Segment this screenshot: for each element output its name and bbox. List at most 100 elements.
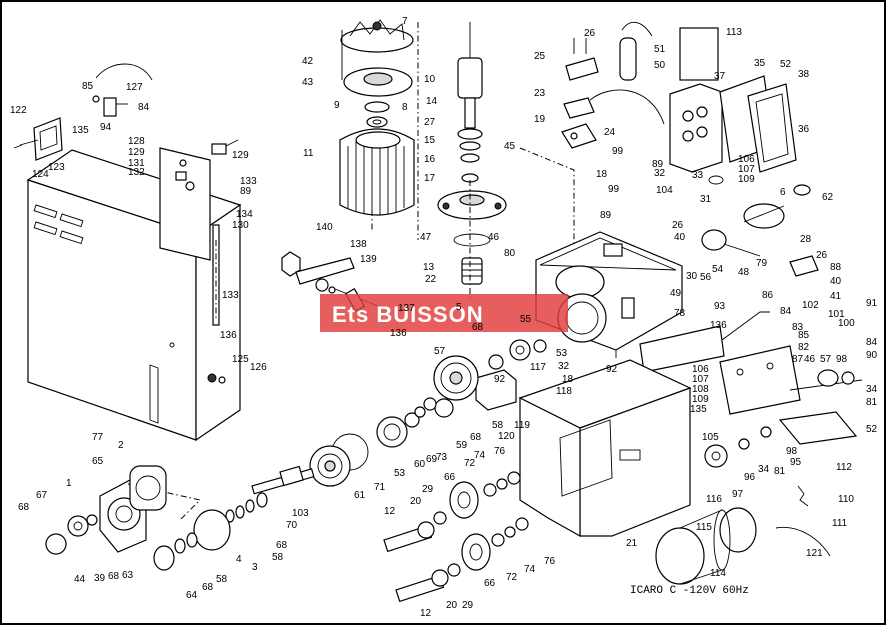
model-caption: ICARO C -120V 60Hz <box>630 585 749 597</box>
part-label: 48 <box>738 267 750 278</box>
part-label: 63 <box>122 570 134 581</box>
part-label: 93 <box>714 301 726 312</box>
part-label: 104 <box>656 185 673 196</box>
part-label: 3 <box>252 562 258 573</box>
base-frame-21 <box>518 359 692 538</box>
bearing-9 <box>364 101 390 128</box>
part-label: 107 <box>738 164 755 175</box>
part-label: 139 <box>360 254 377 265</box>
washer-68 <box>488 354 504 370</box>
part-label: 124 <box>32 169 49 180</box>
electrical-box-37 <box>669 83 723 173</box>
part-label: 137 <box>398 303 415 314</box>
part-label: 77 <box>92 432 104 443</box>
part-label: 52 <box>866 424 878 435</box>
part-label: 97 <box>732 489 744 500</box>
part-label: 32 <box>654 168 666 179</box>
part-label: 27 <box>424 117 436 128</box>
part-label: 135 <box>690 404 707 415</box>
part-label: 9 <box>334 100 340 111</box>
part-label: 90 <box>866 350 878 361</box>
ring-29 <box>433 511 447 525</box>
part-label: 46 <box>488 232 500 243</box>
part-label: 131 <box>128 158 145 169</box>
part-label: 85 <box>798 330 810 341</box>
part-label: 136 <box>220 330 237 341</box>
part-label: 89 <box>652 159 664 170</box>
part-label: 58 <box>272 552 284 563</box>
part-label: 42 <box>302 56 314 67</box>
part-label: 87 <box>792 354 804 365</box>
part-label: 67 <box>36 490 48 501</box>
part-label: 40 <box>674 232 686 243</box>
washers-58 <box>225 492 268 523</box>
part-label: 99 <box>612 146 624 157</box>
part-label: 118 <box>556 386 572 397</box>
disc-61 <box>309 445 351 487</box>
shaft-79 <box>701 229 761 257</box>
drum-114 <box>655 509 731 585</box>
cable-24 <box>589 89 665 125</box>
part-label: 59 <box>456 440 468 451</box>
part-label: 127 <box>126 82 143 93</box>
part-label: 129 <box>128 147 145 158</box>
part-label: 10 <box>424 74 436 85</box>
part-label: 26 <box>584 28 596 39</box>
part-label: 110 <box>838 494 854 505</box>
part-label: 89 <box>240 186 252 197</box>
part-label: 116 <box>706 494 722 505</box>
part-label: 37 <box>714 71 726 82</box>
part-label: 84 <box>138 102 150 113</box>
part-label: 95 <box>790 457 802 468</box>
part-label: 12 <box>420 608 432 619</box>
part-label: 123 <box>48 162 65 173</box>
axis-line-center <box>519 147 575 256</box>
part-label: 71 <box>374 482 386 493</box>
bearings-4 <box>153 532 198 571</box>
part-label: 138 <box>350 239 367 250</box>
part-label: 88 <box>830 262 842 273</box>
part-label: 101 <box>828 309 845 320</box>
ring-31 <box>708 175 724 185</box>
cover-36 <box>747 83 797 173</box>
pinion-22 <box>461 257 483 285</box>
part-label: 81 <box>866 397 878 408</box>
part-label: 68 <box>276 540 288 551</box>
part-label: 32 <box>558 361 570 372</box>
part-label: 68 <box>470 432 482 443</box>
part-label: 60 <box>414 459 426 470</box>
part-label: 21 <box>626 538 638 549</box>
part-label: 61 <box>354 490 366 501</box>
label-113 <box>679 27 719 81</box>
part-label: 51 <box>654 44 666 55</box>
part-label: 15 <box>424 135 436 146</box>
part-label: 66 <box>484 578 496 589</box>
part-label: 103 <box>292 508 309 519</box>
part-label: 25 <box>534 51 546 62</box>
part-label: 11 <box>303 148 314 159</box>
part-label: 2 <box>118 440 124 451</box>
part-label: 98 <box>836 354 848 365</box>
seal-strip-133 <box>212 224 220 326</box>
gear-69 <box>376 412 420 448</box>
watermark-text: Ets BUISSON <box>332 302 484 327</box>
part-label: 40 <box>830 276 842 287</box>
part-label: 106 <box>692 364 709 375</box>
part-label: 73 <box>436 452 448 463</box>
cable-127 <box>95 63 153 81</box>
part-label: 74 <box>524 564 536 575</box>
part-label: 5 <box>456 302 462 313</box>
part-label: 34 <box>758 464 770 475</box>
part-label: 128 <box>128 136 145 147</box>
bracket-122 <box>13 117 63 161</box>
part-label: 31 <box>700 194 712 205</box>
part-label: 68 <box>202 582 214 593</box>
rings-72-74 <box>483 471 529 547</box>
spring-110 <box>797 485 809 507</box>
part-label: 107 <box>692 374 709 385</box>
part-label: 24 <box>604 127 616 138</box>
block-117 <box>475 369 517 411</box>
part-label: 16 <box>424 154 436 165</box>
part-label: 140 <box>316 222 333 233</box>
pinion-67 <box>45 533 67 555</box>
